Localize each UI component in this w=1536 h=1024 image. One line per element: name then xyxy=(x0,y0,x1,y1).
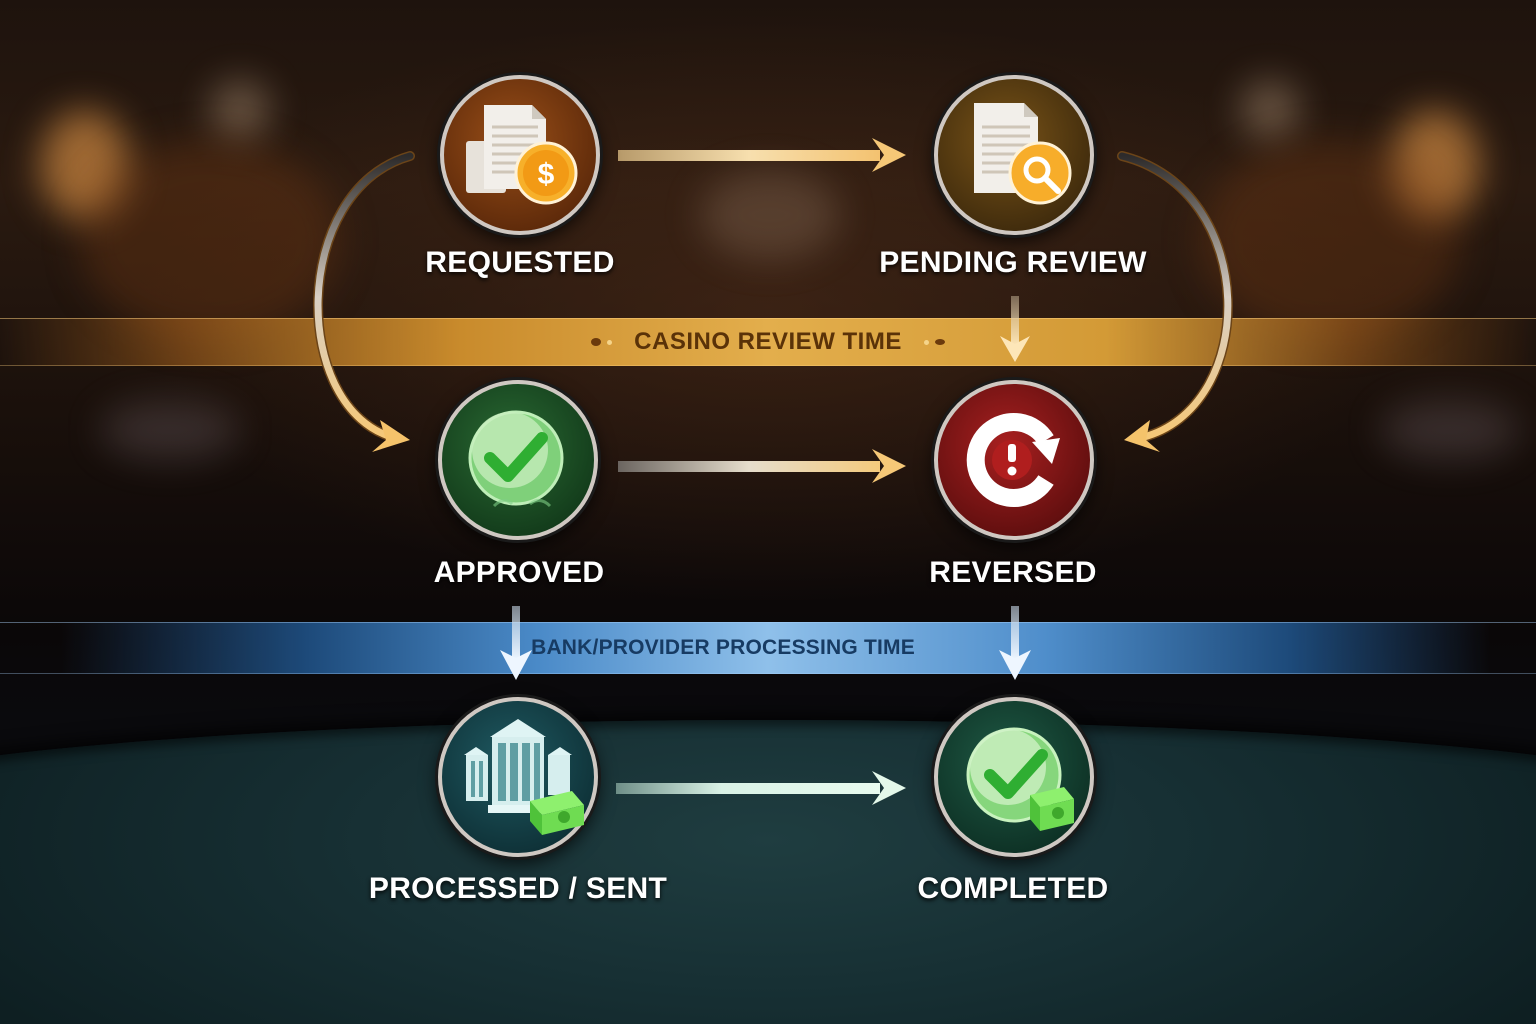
node-approved xyxy=(438,380,598,540)
label-reversed: REVERSED xyxy=(929,556,1097,589)
casino-review-time-label: CASINO REVIEW TIME xyxy=(634,328,902,355)
cash-stack xyxy=(530,791,584,835)
svg-text:$: $ xyxy=(538,158,555,191)
bokeh-light xyxy=(100,400,240,460)
label-pending-review: PENDING REVIEW xyxy=(879,246,1147,279)
curved-arrow-requested-to-approved xyxy=(313,151,415,452)
arrow-reversed-to-completed xyxy=(999,606,1031,680)
document-dollar-icon: $ xyxy=(466,105,578,205)
band-ornament-right xyxy=(923,339,945,345)
label-completed: COMPLETED xyxy=(917,872,1109,905)
bokeh-light xyxy=(1240,80,1300,140)
band-ornament-left xyxy=(591,338,613,346)
bokeh-light xyxy=(1200,140,1460,340)
node-processed-sent xyxy=(438,697,598,857)
bokeh-light xyxy=(700,170,840,260)
curved-arrow-pending-to-reversed xyxy=(1117,151,1233,452)
bokeh-light xyxy=(80,140,340,340)
bank-provider-processing-time-band: BANK/PROVIDER PROCESSING TIME xyxy=(0,622,1536,674)
node-reversed xyxy=(934,380,1094,540)
cash-stack xyxy=(1030,787,1074,831)
arrow-processed-to-completed xyxy=(616,771,906,805)
document-magnifier-icon xyxy=(974,103,1072,205)
node-pending-review xyxy=(934,75,1094,235)
arrow-requested-to-pending xyxy=(618,138,906,172)
arrow-pending-to-reversed xyxy=(1000,296,1030,362)
poker-table-felt xyxy=(0,720,1536,1024)
arrow-approved-to-processed xyxy=(500,606,532,680)
label-requested: REQUESTED xyxy=(425,246,615,279)
bokeh-light xyxy=(1390,110,1480,220)
bokeh-light xyxy=(40,110,130,220)
casino-review-time-band: CASINO REVIEW TIME xyxy=(0,318,1536,366)
node-requested: $ xyxy=(440,75,600,235)
bokeh-light xyxy=(1380,400,1520,460)
checkmark-cash-icon xyxy=(966,727,1074,831)
bokeh-light xyxy=(210,80,270,140)
label-processed-sent: PROCESSED / SENT xyxy=(368,872,668,905)
checkmark-icon xyxy=(468,410,564,508)
bank-cash-icon xyxy=(464,719,584,835)
reverse-alert-icon xyxy=(966,413,1060,507)
bank-provider-processing-time-label: BANK/PROVIDER PROCESSING TIME xyxy=(531,636,915,659)
node-completed xyxy=(934,697,1094,857)
arrow-approved-to-reversed xyxy=(618,449,906,483)
label-approved: APPROVED xyxy=(433,556,605,589)
